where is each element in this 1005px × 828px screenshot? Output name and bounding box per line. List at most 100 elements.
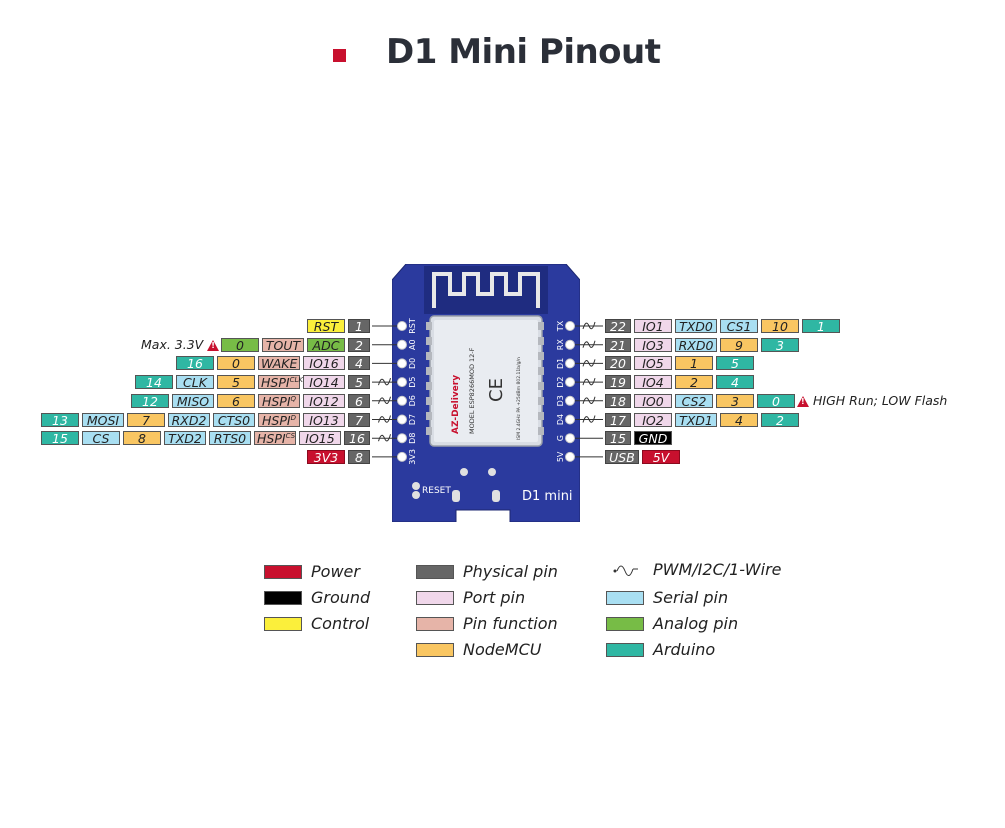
pin-label-phys: 16 — [344, 431, 370, 446]
pin-label-serial: TXD1 — [675, 412, 717, 427]
legend-label: Analog pin — [653, 614, 739, 633]
pin-label-phys: 4 — [348, 356, 370, 371]
pwm-icon — [582, 415, 596, 423]
legend-swatch — [264, 565, 302, 579]
smd-pad-2 — [492, 490, 500, 502]
board-pin-name: D4 — [556, 414, 565, 425]
pin-label-func: HSPIQ — [258, 393, 300, 408]
module-pad — [538, 412, 544, 420]
pin-label-arduino: 15 — [41, 431, 79, 446]
pin-label-serial: CS — [82, 431, 120, 446]
legend-label: Ground — [311, 588, 371, 607]
board-pin-name: TX — [556, 320, 565, 332]
legend-swatch — [416, 565, 454, 579]
legend-label: Port pin — [463, 588, 526, 607]
pin-label-serial: CS1 — [720, 319, 758, 334]
pin-label-power: 5V — [642, 449, 680, 464]
pin-label-phys: 18 — [605, 393, 631, 408]
board-pin-name: 3V3 — [408, 449, 417, 465]
pin-label-phys: 19 — [605, 375, 631, 390]
pin-label-power: 3V3 — [307, 449, 345, 464]
pin-label-port: IO4 — [634, 375, 672, 390]
pin-hole — [565, 377, 575, 388]
pin-hole — [397, 358, 407, 369]
pin-label-port: IO14 — [303, 375, 345, 390]
pin-label-phys: 5 — [348, 375, 370, 390]
pin-label-serial: CTS0 — [213, 412, 255, 427]
warning-icon — [207, 340, 220, 351]
legend-swatch — [416, 617, 454, 631]
pin-label-arduino: 5 — [716, 356, 754, 371]
module-pad — [426, 397, 432, 405]
pwm-icon — [582, 396, 596, 405]
legend-label: Serial pin — [653, 588, 729, 607]
pin-label-port: IO3 — [634, 337, 672, 352]
pin-label-nodemcu: 3 — [716, 393, 754, 408]
pwm-icon — [582, 377, 596, 386]
board-pin-name: D7 — [408, 414, 417, 425]
pin-label-port: IO0 — [634, 393, 672, 408]
board-pin-name: 5V — [556, 451, 565, 462]
pin-label-port: IO16 — [303, 356, 345, 371]
d1-mini-board: AZ-Delivery MODEL ESP8266MOD 12-F CE ISM… — [392, 264, 580, 522]
pwm-icon — [378, 396, 391, 405]
pin-label-nodemcu: 2 — [675, 375, 713, 390]
pwm-icon — [378, 415, 391, 423]
pin-label-nodemcu: 10 — [761, 319, 799, 334]
pin-label-ground: GND — [634, 431, 672, 446]
module-pad — [538, 367, 544, 375]
page-title: D1 Mini Pinout — [386, 32, 661, 72]
pin-label-phys: 17 — [605, 412, 631, 427]
pin-label-arduino: 16 — [176, 356, 214, 371]
ce-mark: CE — [486, 378, 507, 402]
module-pad — [426, 337, 432, 345]
module-pad — [538, 322, 544, 330]
pin-label-nodemcu: 0 — [217, 356, 255, 371]
pin-label-nodemcu: 9 — [720, 337, 758, 352]
pin-label-phys: USB — [605, 449, 639, 464]
board-pin-name: D6 — [408, 395, 417, 406]
module-pads — [426, 322, 544, 435]
pin-label-nodemcu: 4 — [720, 412, 758, 427]
board-pin-name: D1 — [556, 358, 565, 369]
via-1 — [460, 468, 468, 476]
legend-swatch — [606, 617, 644, 631]
pin-hole — [565, 321, 575, 331]
pin-label-func: HSPICS — [254, 431, 296, 446]
pwm-icon — [582, 321, 596, 330]
title-bar: D1 Mini Pinout — [0, 30, 1005, 80]
pwm-legend-icon — [613, 565, 638, 576]
title-bullet-icon — [333, 49, 346, 62]
pin-label-serial: RXD2 — [168, 412, 210, 427]
pin-label-port: IO12 — [303, 393, 345, 408]
board-pin-name: D8 — [408, 433, 417, 444]
legend-label: Pin function — [463, 614, 558, 633]
pin-label-port: IO1 — [634, 319, 672, 334]
reset-pad-1 — [412, 482, 420, 490]
board-name-label: D1 mini — [522, 489, 573, 504]
pin-label-serial: MOSI — [82, 412, 124, 427]
pin-label-serial: RTS0 — [209, 431, 251, 446]
legend-label: Physical pin — [463, 562, 558, 581]
pin-hole — [565, 414, 575, 425]
reset-label: RESET — [422, 486, 451, 496]
max-voltage-note: Max. 3.3V — [141, 337, 220, 352]
pin-label-arduino: 0 — [757, 393, 795, 408]
pin-label-arduino: 1 — [802, 319, 840, 334]
pin-label-arduino: 3 — [761, 337, 799, 352]
pin-label-func: WAKE — [258, 356, 300, 371]
smd-pad-1 — [452, 490, 460, 502]
pin-label-serial: RXD0 — [675, 337, 717, 352]
legend-swatch — [606, 591, 644, 605]
module-pad — [538, 397, 544, 405]
pwm-icon — [378, 377, 391, 386]
pin-label-port: IO2 — [634, 412, 672, 427]
pin-label-serial: TXD2 — [164, 431, 206, 446]
pin-label-nodemcu: 6 — [217, 393, 255, 408]
module-pad — [426, 412, 432, 420]
pin-hole — [397, 339, 407, 350]
pin-hole — [397, 433, 407, 444]
pin-hole — [565, 451, 575, 462]
pin-label-phys: 7 — [348, 412, 370, 427]
module-pad — [426, 352, 432, 360]
